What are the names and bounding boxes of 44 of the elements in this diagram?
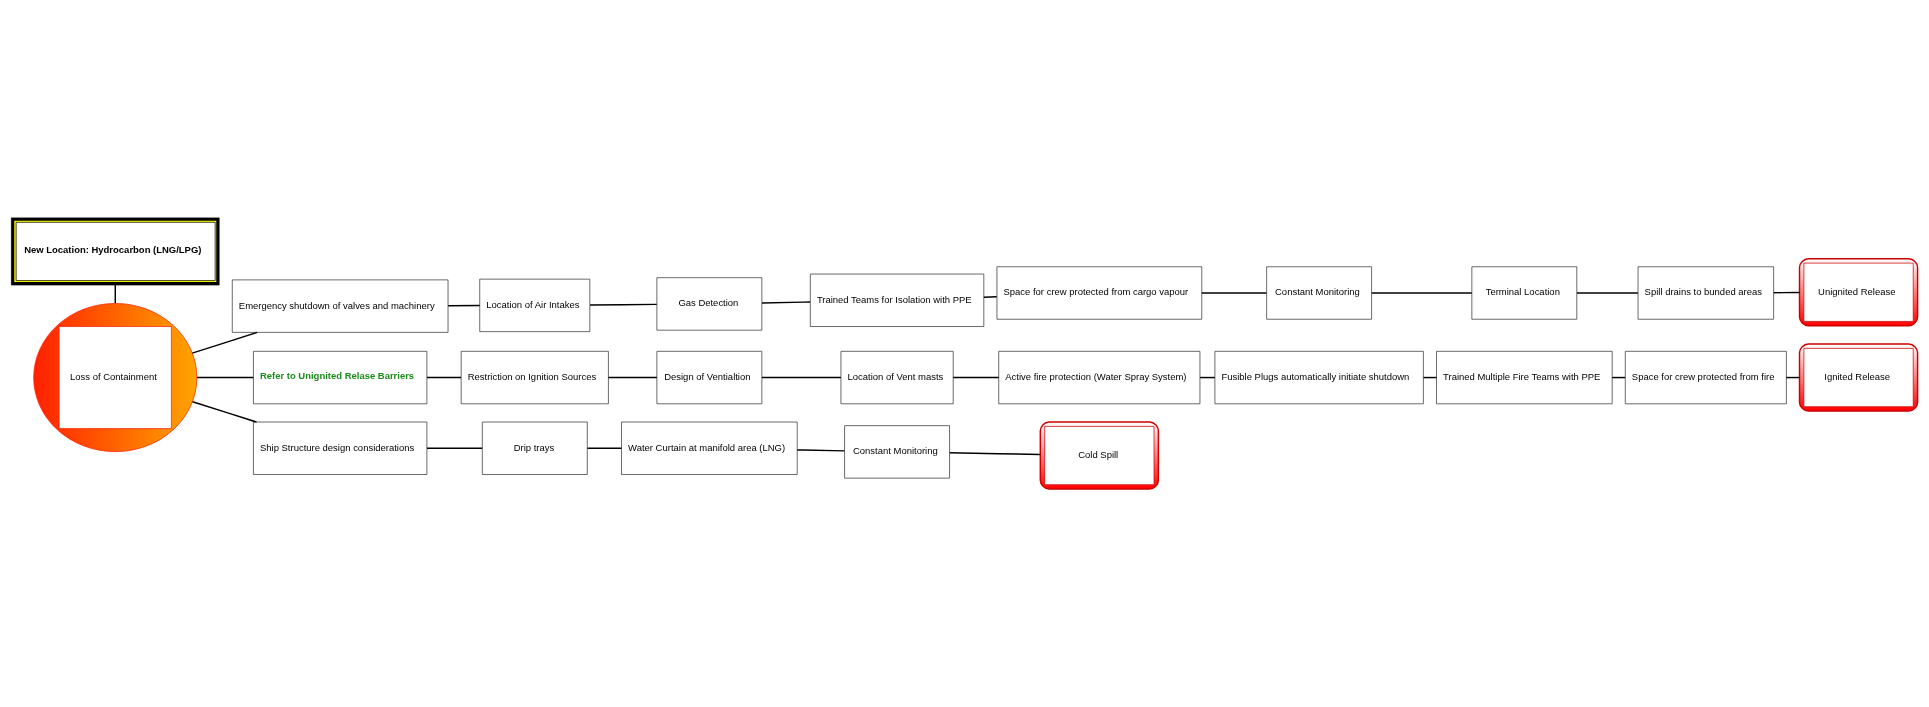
node-box: Space for crew protected from cargo vapour [996, 266, 1203, 320]
node-box: Unignited Release [1798, 258, 1919, 327]
connector [761, 376, 842, 379]
node-box: Gas Detection [656, 277, 763, 331]
connector [191, 401, 258, 423]
node-box: Refer to Unignited Relase Barriers [253, 350, 428, 405]
connector [191, 331, 258, 354]
connector [589, 303, 658, 306]
node-box: Terminal Location [1471, 266, 1578, 320]
node-box: Cold Spill [1039, 421, 1160, 490]
connector [1773, 291, 1801, 294]
node-box: Ignited Release [1798, 343, 1919, 412]
node-box: Location of Vent masts [840, 350, 954, 405]
node-box: Emergency shutdown of valves and machinery [231, 279, 449, 333]
node-box: Constant Monitoring [1266, 266, 1372, 320]
node-box: Trained Multiple Fire Teams with PPE [1436, 350, 1613, 405]
connector [426, 376, 462, 379]
node-box: Design of Ventialtion [656, 350, 763, 405]
connector [114, 284, 116, 304]
connector [796, 449, 846, 452]
node-box: Space for crew protected from fire [1624, 350, 1787, 405]
node-box: Drip trays [481, 421, 588, 475]
connector [607, 376, 658, 379]
node-box: Ship Structure design considerations [253, 421, 428, 475]
connector [761, 301, 811, 304]
node-circle: Loss of Containment [33, 303, 198, 452]
connector [196, 376, 254, 379]
node-box: Constant Monitoring [844, 425, 950, 479]
node-box: Restriction on Ignition Sources [460, 350, 609, 405]
connector [952, 376, 1000, 379]
connector [949, 452, 1041, 456]
connector [426, 447, 483, 449]
node-box: Location of Air Intakes [479, 278, 591, 332]
connector [1576, 292, 1639, 294]
node-box: Fusible Plugs automatically initiate shutdown [1214, 350, 1424, 405]
connector [447, 304, 481, 307]
node-box: Water Curtain at manifold area (LNG) [621, 421, 798, 475]
connector [983, 295, 998, 298]
connector [586, 447, 623, 449]
connector [1201, 292, 1268, 294]
connector [1371, 292, 1473, 294]
node-box: Trained Teams for Isolation with PPE [809, 273, 985, 327]
node-box: Active fire protection (Water Spray System) [998, 350, 1201, 405]
node-box: Spill drains to bunded areas [1637, 266, 1774, 320]
